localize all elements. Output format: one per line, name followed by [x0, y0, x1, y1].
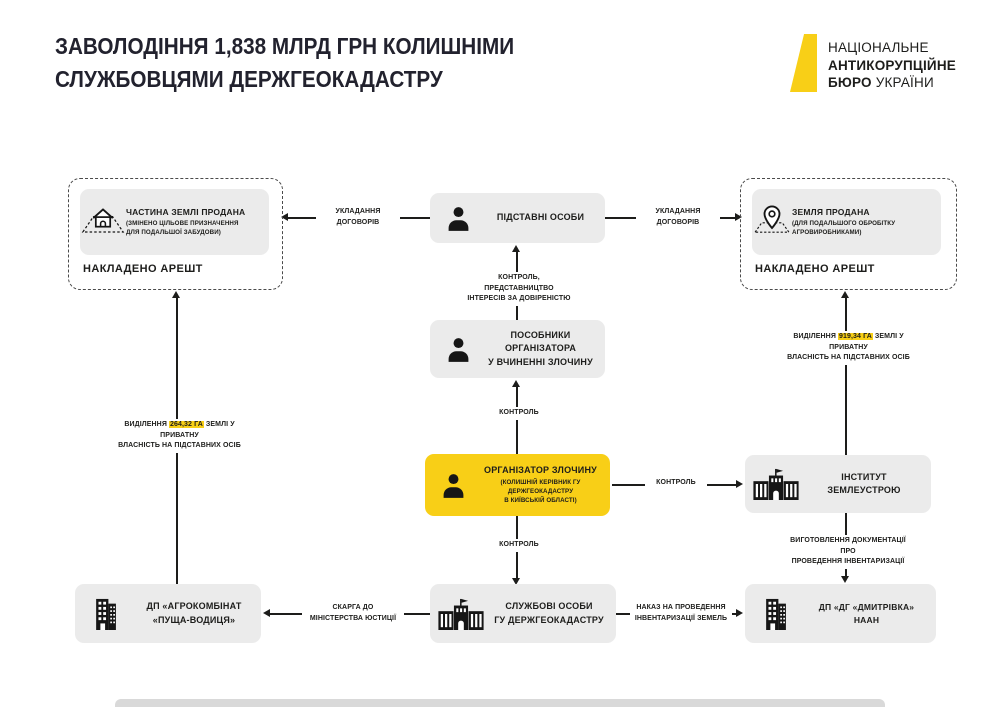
institute-title: ІНСТИТУТ ЗЕМЛЕУСТРОЮ	[827, 471, 901, 495]
edge-label-control-3: КОНТРОЛЬ	[488, 539, 550, 552]
edge-label-contracts-right: УКЛАДАННЯ ДОГОВОРІВ	[636, 206, 720, 229]
status-arrest-left: НАКЛАДЕНО АРЕШТ	[83, 263, 203, 275]
part-land-sold-card: ЧАСТИНА ЗЕМЛІ ПРОДАНА (ЗМІНЕНО ЦІЛЬОВЕ П…	[80, 189, 269, 255]
node-officials: СЛУЖБОВІ ОСОБИ ГУ ДЕРЖГЕОКАДАСТРУ	[430, 584, 616, 643]
node-organizer: ОРГАНІЗАТОР ЗЛОЧИНУ (КОЛИШНІЙ КЕРІВНИК Г…	[425, 454, 610, 516]
edge-label-docs: ВИГОТОВЛЕННЯ ДОКУМЕНТАЦІЇ ПРО ПРОВЕДЕННЯ…	[780, 535, 916, 569]
node-land-sold: ЗЕМЛЯ ПРОДАНА (ДЛЯ ПОДАЛЬШОГО ОБРОБІТКУ …	[740, 178, 957, 290]
page-title: ЗАВОЛОДІННЯ 1,838 МЛРД ГРН КОЛИШНІМИ СЛУ…	[55, 33, 515, 93]
arrowhead	[512, 380, 520, 387]
arrowhead	[172, 291, 180, 298]
office-building-icon	[745, 598, 807, 630]
edge-label-allotment-right: ВИДІЛЕННЯ 919,34 ГА ЗЕМЛІ У ПРИВАТНУ ВЛА…	[773, 331, 924, 365]
node-part-land-sold: ЧАСТИНА ЗЕМЛІ ПРОДАНА (ЗМІНЕНО ЦІЛЬОВЕ П…	[68, 178, 283, 290]
organizer-subtitle: (КОЛИШНІЙ КЕРІВНИК ГУ ДЕРЖГЕОКАДАСТРУ В …	[500, 479, 581, 505]
officials-title: СЛУЖБОВІ ОСОБИ ГУ ДЕРЖГЕОКАДАСТРУ	[494, 601, 604, 625]
part-land-sold-subtitle: (ЗМІНЕНО ЦІЛЬОВЕ ПРИЗНАЧЕННЯ ДЛЯ ПОДАЛЬШ…	[126, 220, 239, 237]
arrowhead	[736, 609, 743, 617]
organizer-title: ОРГАНІЗАТОР ЗЛОЧИНУ	[484, 465, 597, 475]
agrokombinat-title: ДП «АГРОКОМБІНАТ «ПУЩА-ВОДИЦЯ»	[146, 601, 242, 625]
node-institute: ІНСТИТУТ ЗЕМЛЕУСТРОЮ	[745, 455, 931, 513]
arrowhead	[736, 480, 743, 488]
node-dmytrivka: ДП «ДГ «ДМИТРІВКА» НААН	[745, 584, 936, 643]
office-building-icon	[75, 598, 137, 630]
front-persons-title: ПІДСТАВНІ ОСОБИ	[496, 212, 585, 223]
government-building-icon	[745, 468, 807, 500]
edge-label-control-1: КОНТРОЛЬ	[488, 407, 550, 420]
arrowhead	[281, 213, 288, 221]
part-land-sold-title: ЧАСТИНА ЗЕМЛІ ПРОДАНА	[126, 206, 246, 217]
land-sold-subtitle: (ДЛЯ ПОДАЛЬШОГО ОБРОБІТКУ АГРОВИРОБНИКАМ…	[792, 220, 896, 237]
accomplices-title: ПОСОБНИКИ ОРГАНІЗАТОРА У ВЧИНЕННІ ЗЛОЧИН…	[488, 330, 593, 367]
status-arrest-right: НАКЛАДЕНО АРЕШТ	[755, 263, 875, 275]
person-icon	[425, 472, 481, 499]
edge-label-order: НАКАЗ НА ПРОВЕДЕННЯ ІНВЕНТАРИЗАЦІЇ ЗЕМЕЛ…	[630, 602, 732, 625]
land-sold-card: ЗЕМЛЯ ПРОДАНА (ДЛЯ ПОДАЛЬШОГО ОБРОБІТКУ …	[752, 189, 941, 255]
arrow-line	[845, 296, 847, 455]
edge-label-contracts-left: УКЛАДАННЯ ДОГОВОРІВ	[316, 206, 400, 229]
highlight-264-32-ha: 264,32 ГА	[169, 421, 204, 428]
edge-label-control-2: КОНТРОЛЬ	[645, 477, 707, 490]
person-icon	[430, 205, 486, 232]
node-agrokombinat: ДП «АГРОКОМБІНАТ «ПУЩА-ВОДИЦЯ»	[75, 584, 261, 643]
highlight-919-34-ha: 919,34 ГА	[838, 333, 873, 340]
map-pin-plot-icon	[752, 204, 792, 240]
person-icon	[430, 336, 486, 363]
arrowhead	[512, 245, 520, 252]
arrowhead	[512, 578, 520, 585]
node-accomplices: ПОСОБНИКИ ОРГАНІЗАТОРА У ВЧИНЕННІ ЗЛОЧИН…	[430, 320, 605, 378]
edge-label-allotment-left: ВИДІЛЕННЯ 264,32 ГА ЗЕМЛІ У ПРИВАТНУ ВЛА…	[104, 419, 255, 453]
nabu-logo-line2: АНТИКОРУПЦІЙНЕ	[828, 57, 956, 73]
node-front-persons: ПІДСТАВНІ ОСОБИ	[430, 193, 605, 243]
bottom-bar-decoration	[115, 699, 885, 707]
arrowhead	[263, 609, 270, 617]
nabu-logo-line1: НАЦІОНАЛЬНЕ	[828, 40, 929, 55]
arrowhead	[841, 576, 849, 583]
dmytrivka-title: ДП «ДГ «ДМИТРІВКА» НААН	[818, 602, 915, 625]
house-plot-icon	[80, 205, 126, 239]
nabu-logo-text: НАЦІОНАЛЬНЕ АНТИКОРУПЦІЙНЕ БЮРО УКРАЇНИ	[828, 39, 956, 92]
arrowhead	[841, 291, 849, 298]
land-sold-title: ЗЕМЛЯ ПРОДАНА	[792, 206, 870, 217]
government-building-icon	[430, 598, 492, 630]
arrow-line	[516, 385, 518, 454]
nabu-logo-mark-icon	[790, 34, 817, 92]
edge-label-complaint: СКАРГА ДО МІНІСТЕРСТВА ЮСТИЦІЇ	[302, 602, 404, 625]
edge-label-control-poa: КОНТРОЛЬ, ПРЕДСТАВНИЦТВО ІНТЕРЕСІВ ЗА ДО…	[462, 272, 576, 306]
nabu-logo-line3: БЮРО УКРАЇНИ	[828, 75, 934, 91]
arrowhead	[735, 213, 742, 221]
nabu-logo: НАЦІОНАЛЬНЕ АНТИКОРУПЦІЙНЕ БЮРО УКРАЇНИ	[790, 34, 956, 92]
